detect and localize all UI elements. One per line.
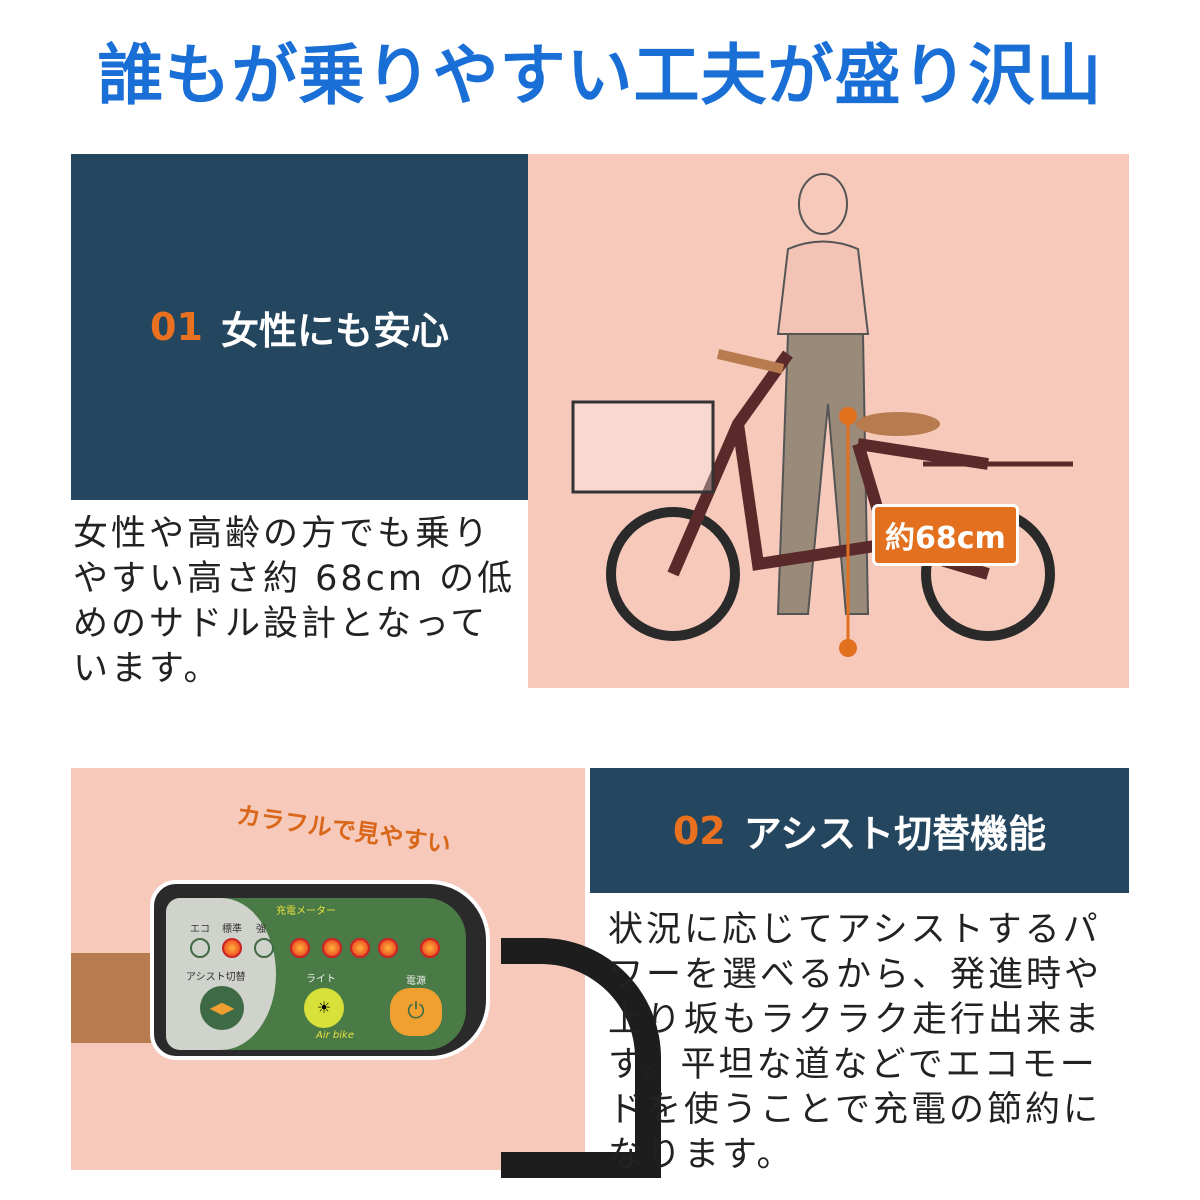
section1-header: 01 女性にも安心	[71, 154, 528, 500]
mode-std-label: 標準	[222, 924, 242, 935]
section2-number: 02	[672, 808, 726, 853]
light-button[interactable]: ☀	[304, 988, 344, 1028]
section1-number: 01	[150, 305, 203, 349]
bike-photo	[528, 154, 1129, 688]
brand-logo: Air bike	[316, 1030, 354, 1041]
assist-switch-button[interactable]: ◀▶	[200, 986, 244, 1030]
power-button[interactable]: ⏻	[390, 988, 442, 1036]
section2-description: 状況に応じてアシストするパワーを選べるから、発進時や上り坂もラクラク走行出来ます…	[608, 910, 1103, 1175]
page-title: 誰もが乗りやすい工夫が盛り沢山	[97, 37, 1103, 114]
power-label: 電源	[406, 976, 426, 987]
eco-led	[190, 938, 210, 958]
std-led	[222, 938, 242, 958]
section1-description: 女性や高齢の方でも乗りやすい高さ約 68cm の低めのサドル設計となっています。	[73, 514, 516, 689]
meter-label: 充電メーター	[276, 906, 336, 917]
control-panel: エコ 標準 強 アシスト切替 ◀▶ 充電メーター ライト ☀ 電源 ⏻ Air …	[150, 880, 490, 1060]
grip	[71, 953, 161, 1043]
mode-eco-label: エコ	[190, 924, 210, 935]
bike-illustration	[571, 173, 1073, 657]
assist-label: アシスト切替	[186, 972, 246, 983]
mode-strong-label: 強	[256, 924, 266, 935]
section2-header: 02 アシスト切替機能	[590, 768, 1129, 893]
section1-heading: 女性にも安心	[220, 308, 449, 353]
strong-led	[254, 938, 274, 958]
light-label: ライト	[306, 974, 336, 985]
woman-figure	[776, 173, 870, 615]
saddle-height-badge: 約68cm	[872, 504, 1019, 566]
section2-heading: アシスト切替機能	[743, 812, 1047, 856]
